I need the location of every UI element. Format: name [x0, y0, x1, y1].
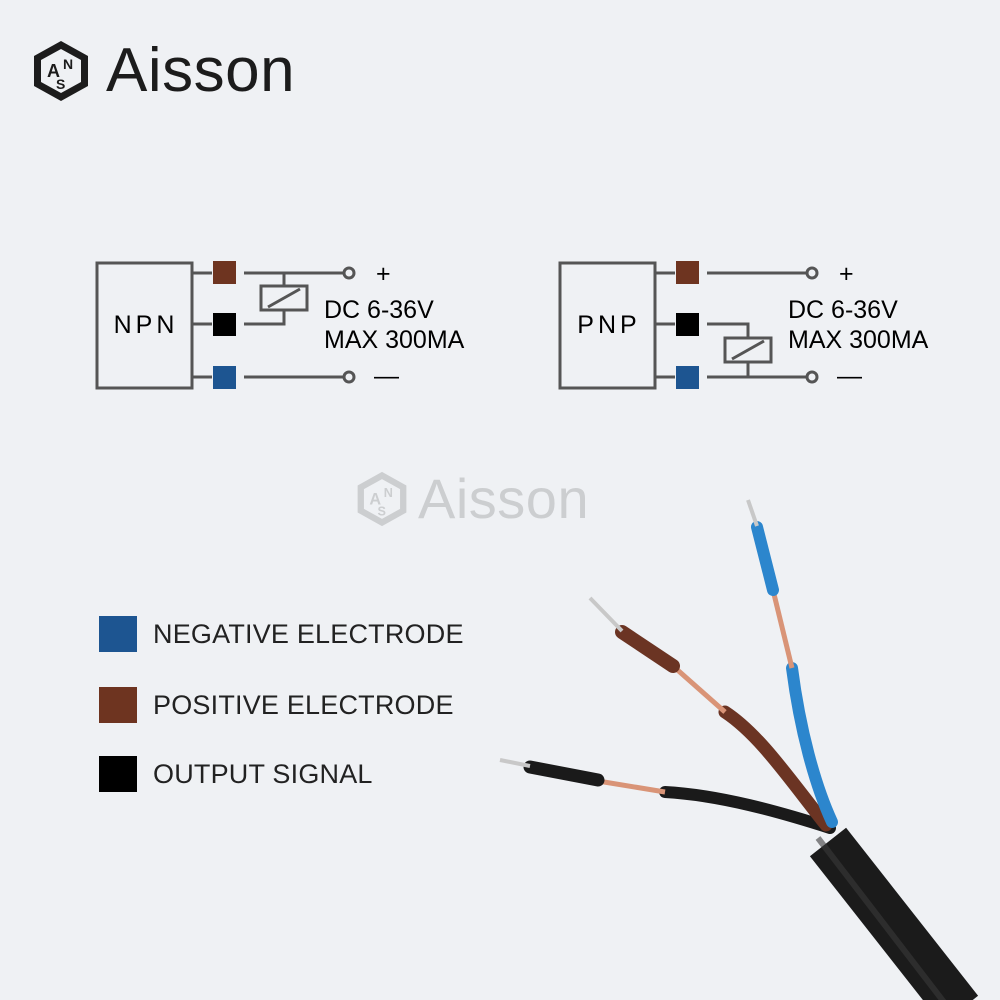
blue-wire — [786, 662, 838, 828]
pnp-diagram: PNP + — DC 6-36V MAX 300MA — [558, 260, 929, 390]
npn-voltage: DC 6-36V — [324, 296, 434, 324]
svg-text:A: A — [47, 61, 60, 81]
svg-text:N: N — [384, 486, 393, 500]
watermark-text: Aisson — [418, 467, 590, 530]
legend-label: POSITIVE ELECTRODE — [153, 689, 454, 720]
pnp-black-terminal — [676, 313, 699, 336]
npn-black-terminal — [213, 313, 236, 336]
pnp-minus-terminal-icon — [805, 370, 819, 384]
npn-plus-terminal-icon — [342, 266, 356, 280]
pnp-label: PNP — [577, 311, 640, 339]
pnp-brown-terminal — [676, 261, 699, 284]
legend-item-positive: POSITIVE ELECTRODE — [99, 687, 454, 723]
pnp-current: MAX 300MA — [788, 326, 929, 354]
legend-item-negative: NEGATIVE ELECTRODE — [99, 616, 464, 652]
negative-swatch — [99, 616, 137, 652]
pnp-minus-sign: — — [837, 362, 862, 390]
npn-blue-terminal — [213, 366, 236, 389]
pnp-blue-terminal — [676, 366, 699, 389]
ans-watermark-icon: A N S — [357, 471, 407, 527]
black-wire — [659, 786, 836, 834]
npn-minus-sign: — — [374, 362, 399, 390]
watermark: A N S Aisson — [354, 470, 589, 528]
ans-logo-icon: A N S — [34, 41, 88, 101]
positive-swatch — [99, 687, 137, 723]
npn-diagram: NPN + — DC 6-36V MAX 300MA — [95, 260, 465, 390]
svg-text:S: S — [56, 76, 65, 92]
npn-minus-terminal-icon — [342, 370, 356, 384]
pnp-plus-sign: + — [839, 260, 854, 288]
npn-current: MAX 300MA — [324, 326, 465, 354]
brand-logo: A N S Aisson — [30, 36, 295, 106]
npn-label: NPN — [114, 311, 179, 339]
npn-plus-sign: + — [376, 260, 391, 288]
output-swatch — [99, 756, 137, 792]
cable-jacket — [809, 827, 979, 1000]
svg-text:A: A — [369, 490, 381, 508]
brown-wire — [718, 705, 833, 832]
pnp-plus-terminal-icon — [805, 266, 819, 280]
svg-text:S: S — [377, 504, 385, 518]
legend-label: OUTPUT SIGNAL — [153, 758, 373, 789]
pnp-voltage: DC 6-36V — [788, 296, 898, 324]
legend-label: NEGATIVE ELECTRODE — [153, 618, 464, 649]
brand-name: Aisson — [106, 36, 296, 105]
svg-text:N: N — [63, 56, 73, 72]
cable-illustration — [499, 499, 979, 1000]
legend-item-output: OUTPUT SIGNAL — [99, 756, 373, 792]
npn-brown-terminal — [213, 261, 236, 284]
